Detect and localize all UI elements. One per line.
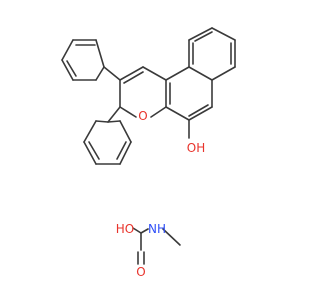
carbonyl-oxygen-label: O xyxy=(136,265,145,279)
naphthalene-top-ring xyxy=(188,27,236,81)
ring-oxygen-label: O xyxy=(138,109,147,123)
lower-phenyl-ring xyxy=(83,106,132,165)
chemical-structure-diagram: O OH HO O NH xyxy=(61,27,236,279)
methylcarbamic-acid xyxy=(132,227,181,265)
naphthalene-middle-ring xyxy=(165,66,213,121)
carbamic-hydroxyl-label: HO xyxy=(116,222,134,236)
amine-label: NH xyxy=(148,222,166,236)
hydroxyl-label: OH xyxy=(187,141,205,155)
upper-phenyl-ring xyxy=(61,39,121,81)
pyran-ring xyxy=(119,66,167,118)
